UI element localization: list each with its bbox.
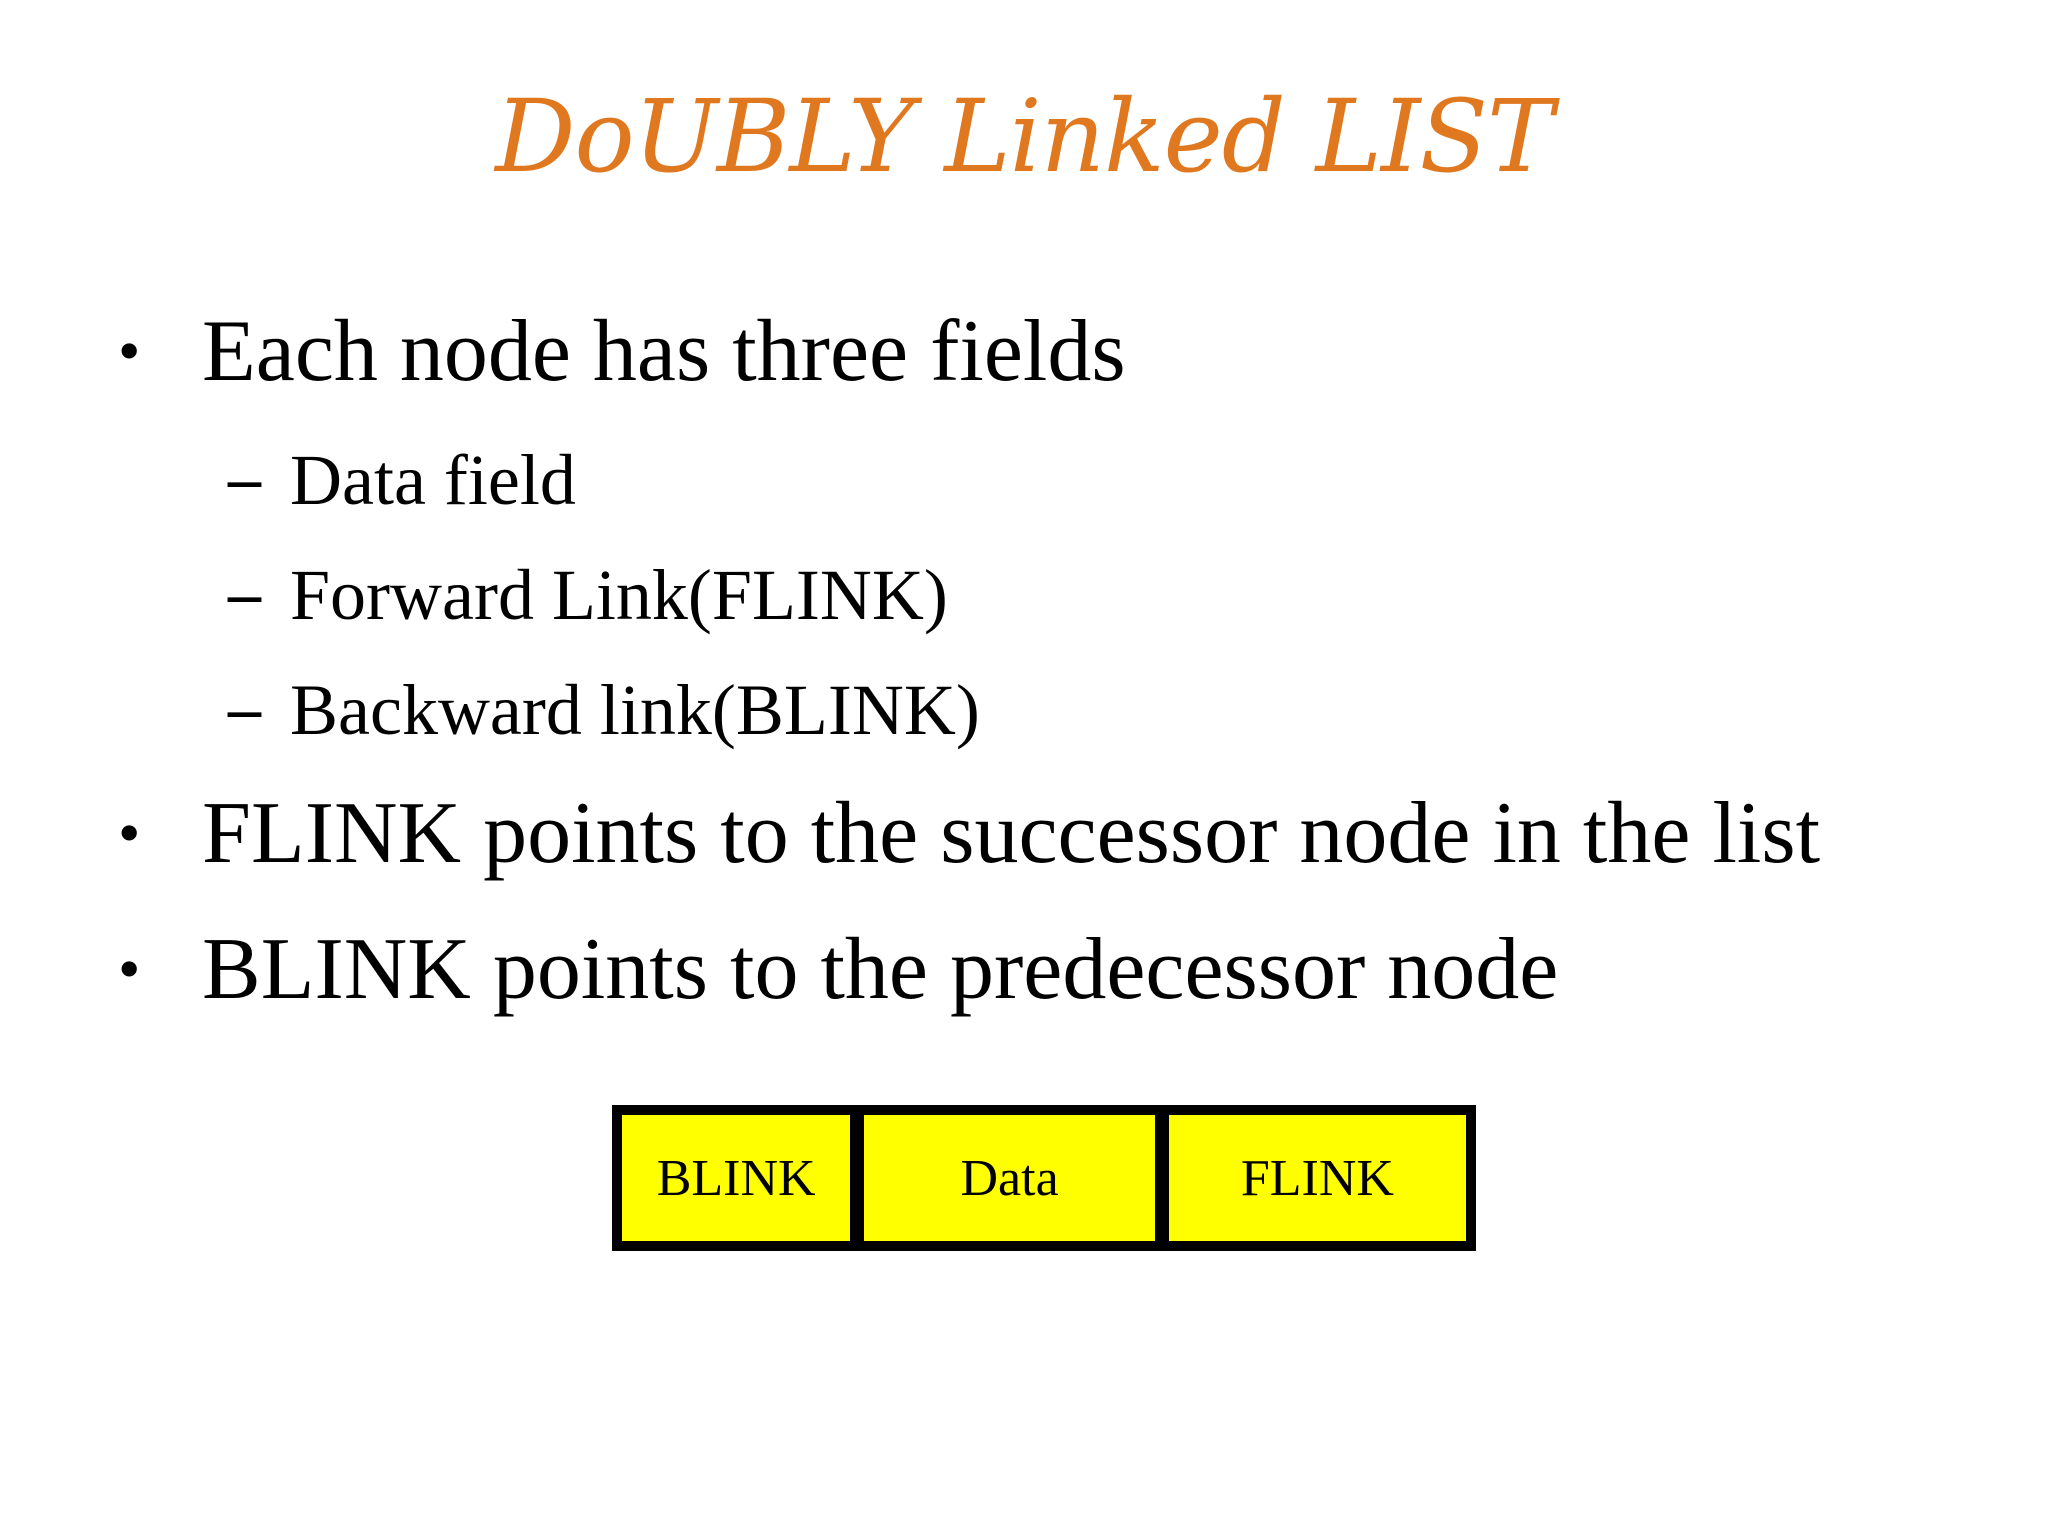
sub-bullet-text: Data field <box>290 440 576 520</box>
dash-marker: – <box>228 672 261 745</box>
bullet-text: BLINK points to the predecessor node <box>202 921 1559 1018</box>
node-cell-blink: BLINK <box>622 1115 851 1241</box>
bullet-item: • Each node has three fields <box>118 300 1988 404</box>
sub-bullet-item: – Data field <box>228 438 1988 523</box>
bullet-marker: • <box>118 315 141 386</box>
slide-title: DoUBLY Linked LIST <box>495 78 1553 195</box>
bullet-item: • FLINK points to the successor node in … <box>118 782 1988 886</box>
bullet-marker: • <box>118 797 141 868</box>
node-cell-flink: FLINK <box>1168 1115 1466 1241</box>
node-cell-data: Data <box>864 1115 1155 1241</box>
node-structure-diagram: BLINK Data FLINK <box>612 1105 1476 1251</box>
sub-bullet-text: Backward link(BLINK) <box>290 670 980 750</box>
sub-bullet-text: Forward Link(FLINK) <box>290 555 948 635</box>
bullet-text: FLINK points to the successor node in th… <box>202 785 1821 882</box>
dash-marker: – <box>228 442 261 515</box>
sub-bullet-item: – Backward link(BLINK) <box>228 668 1988 753</box>
bullet-item: • BLINK points to the predecessor node <box>118 918 1988 1022</box>
dash-marker: – <box>228 557 261 630</box>
bullet-text: Each node has three fields <box>202 303 1126 400</box>
bullet-marker: • <box>118 933 141 1004</box>
sub-bullet-item: – Forward Link(FLINK) <box>228 553 1988 638</box>
